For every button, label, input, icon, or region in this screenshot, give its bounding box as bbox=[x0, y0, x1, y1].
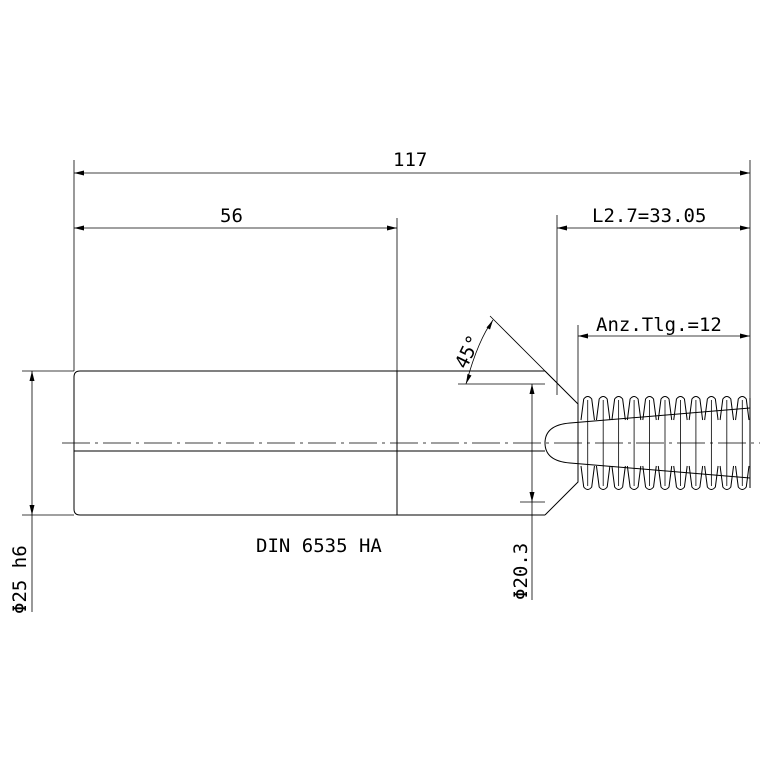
thread-tooth bbox=[704, 465, 719, 490]
thread-tooth bbox=[704, 396, 719, 421]
thread-tooth bbox=[673, 465, 688, 490]
thread-length-label: L2.7=33.05 bbox=[592, 205, 706, 227]
shank bbox=[73, 370, 545, 516]
thread-tooth bbox=[642, 465, 657, 490]
thread-tooth bbox=[580, 465, 595, 490]
thread-tooth bbox=[657, 465, 673, 490]
overall-length-dimension bbox=[73, 160, 751, 443]
thread-tooth bbox=[673, 396, 688, 421]
thread-tooth bbox=[719, 465, 735, 490]
angle-dimension bbox=[458, 315, 561, 387]
thread-tooth bbox=[595, 396, 611, 421]
thread-tooth bbox=[642, 396, 657, 421]
shank-diameter-label: Φ25 h6 bbox=[9, 545, 31, 614]
thread-tooth bbox=[611, 396, 626, 421]
thread-tooth bbox=[611, 465, 626, 490]
thread-tooth bbox=[626, 465, 642, 490]
teeth-count-dimension bbox=[577, 325, 750, 404]
thread-tooth bbox=[626, 396, 642, 421]
thread-tooth bbox=[719, 396, 735, 421]
thread-tooth bbox=[688, 465, 704, 490]
shank-length-dimension bbox=[74, 218, 398, 371]
neck-diameter-label: Φ20.3 bbox=[510, 543, 532, 600]
thread-length-dimension bbox=[556, 215, 750, 395]
thread-tooth bbox=[657, 396, 673, 421]
neck-diameter-dimension bbox=[520, 384, 545, 600]
teeth-count-label: Anz.Tlg.=12 bbox=[596, 314, 722, 336]
thread-tooth bbox=[735, 465, 750, 490]
thread-tooth bbox=[735, 396, 750, 421]
overall-length-label: 117 bbox=[393, 149, 427, 171]
chamfer bbox=[544, 370, 751, 516]
thread-tooth bbox=[580, 396, 595, 421]
thread-tooth bbox=[595, 465, 611, 490]
angle-label: 45° bbox=[451, 332, 486, 372]
shank-diameter-dimension bbox=[22, 370, 74, 612]
shank-length-label: 56 bbox=[220, 205, 243, 227]
thread-teeth bbox=[580, 396, 751, 490]
standard-label: DIN 6535 HA bbox=[256, 535, 382, 557]
thread-tooth bbox=[688, 396, 704, 421]
